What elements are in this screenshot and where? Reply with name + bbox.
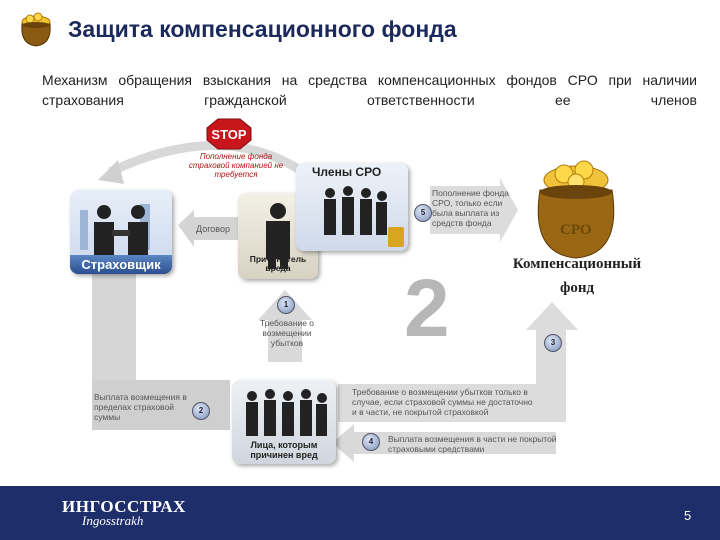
group-people-icon bbox=[324, 186, 404, 247]
fund-refill-arrow bbox=[430, 178, 518, 242]
fund-refill-note: Пополнение фонда СРО, только если была в… bbox=[432, 188, 509, 228]
contract-arrow bbox=[178, 210, 238, 247]
stop-note: Пополнение фонда страховой компанией не … bbox=[188, 152, 284, 179]
victims-label: Лица, которым причинен вред bbox=[250, 440, 318, 460]
curved-arrow-head bbox=[98, 160, 124, 184]
sro-members-card: Члены СРО bbox=[296, 163, 408, 251]
insurer-label: Страховщик bbox=[70, 255, 172, 274]
step1-note: Требование о возмещении убытков bbox=[259, 318, 315, 348]
curved-return-arrow bbox=[108, 141, 303, 177]
page-number: 5 bbox=[684, 508, 692, 523]
page-subtitle: Механизм обращения взыскания на средства… bbox=[42, 72, 697, 108]
footer-bar bbox=[0, 486, 720, 540]
compensation-fund-pot-icon bbox=[537, 160, 615, 259]
step4-arrow bbox=[332, 424, 556, 462]
stop-sign-icon: STOP bbox=[206, 118, 252, 150]
money-pot-logo bbox=[21, 12, 51, 47]
step-4-badge: 4 bbox=[362, 433, 380, 451]
page-title: Защита компенсационного фонда bbox=[68, 16, 457, 42]
brand-logo-script: Ingosstrakh bbox=[82, 513, 144, 528]
claim-note: Требование о возмещении убытков только в… bbox=[352, 387, 533, 417]
payout-note: Выплата возмещения в пределах страховой … bbox=[94, 392, 187, 422]
victims-card: Лица, которым причинен вред bbox=[232, 380, 336, 464]
brand-logo-text: ИНГОССТРАХ bbox=[62, 497, 186, 516]
handshake-people-icon bbox=[80, 204, 150, 256]
svg-text:STOP: STOP bbox=[211, 127, 246, 142]
payout-fund-note: Выплата возмещения в части не покрытой с… bbox=[388, 434, 557, 454]
businessman-icon bbox=[266, 203, 290, 269]
step1-arrow bbox=[258, 290, 312, 362]
step-2-badge: 2 bbox=[192, 402, 210, 420]
step-5-badge: 5 bbox=[414, 204, 432, 222]
contract-label: Договор bbox=[196, 224, 230, 234]
step-3-badge: 3 bbox=[544, 334, 562, 352]
fund-caption: Компенсационный фонд bbox=[512, 256, 642, 296]
step-1-badge: 1 bbox=[277, 296, 295, 314]
harm-causer-label: Причинитель вреда bbox=[249, 254, 307, 273]
members-label: Члены СРО bbox=[312, 165, 382, 179]
step3-arrow bbox=[338, 302, 578, 422]
big-step-number: 2 bbox=[404, 263, 450, 354]
crowd-people-icon bbox=[246, 389, 327, 436]
fund-pot-label: СРО bbox=[560, 222, 592, 238]
insurer-card: Страховщик bbox=[70, 190, 172, 274]
